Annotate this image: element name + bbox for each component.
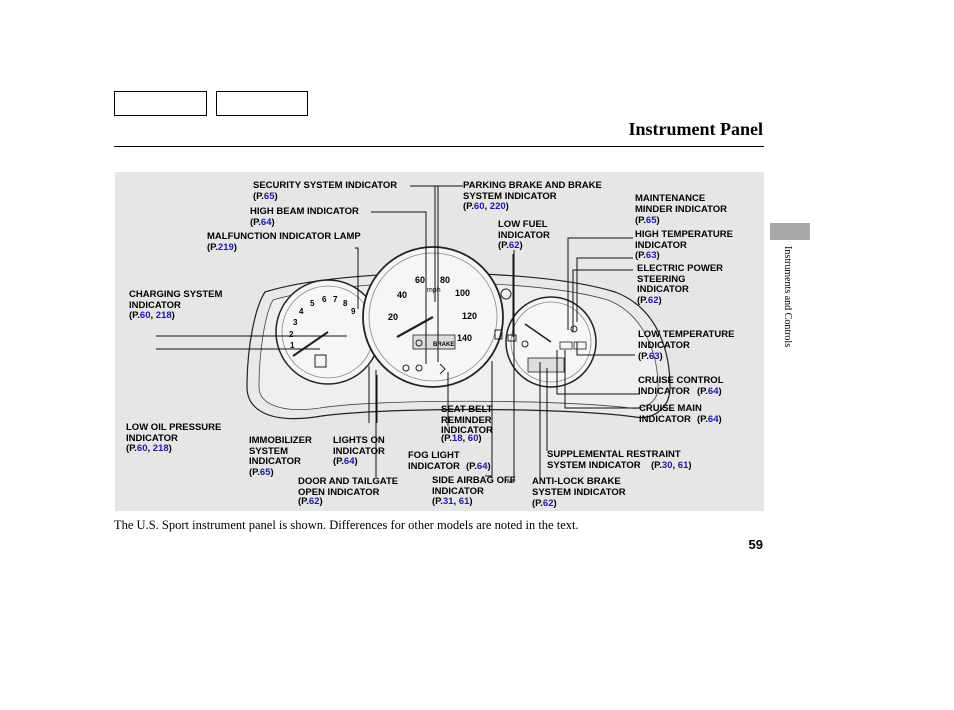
low-temperature-indicator-label: LOW TEMPERATURE INDICATOR xyxy=(638,329,735,351)
security-system-indicator-label: SECURITY SYSTEM INDICATOR xyxy=(253,180,398,191)
speedo-number: 60 xyxy=(415,275,425,285)
page-number: 59 xyxy=(748,537,763,552)
cruise-main-indicator-ref[interactable]: (P.64) xyxy=(697,414,722,425)
seat-belt-reminder-indicator-label: SEAT BELT REMINDER INDICATOR xyxy=(441,404,493,436)
title-rule xyxy=(114,146,764,147)
high-temperature-indicator-label: HIGH TEMPERATURE INDICATOR xyxy=(635,229,733,251)
side-airbag-off-indicator-label: SIDE AIRBAG OFF INDICATOR xyxy=(432,475,516,497)
parking-brake-and-brake-system-indicator-ref[interactable]: (P.60, 220) xyxy=(463,201,509,212)
speedo-number: 120 xyxy=(462,311,477,321)
door-and-tailgate-open-indicator-ref[interactable]: (P.62) xyxy=(298,496,323,507)
tach-number: 9 xyxy=(351,307,356,316)
brake-indicator-text: BRAKE xyxy=(433,342,454,348)
instrument-cluster-drawing: 1 2 3 4 5 6 7 8 9 20 40 60 80 100 120 14… xyxy=(156,185,671,483)
tach-number: 6 xyxy=(322,295,327,304)
page-title: Instrument Panel xyxy=(628,119,764,139)
tach-number: 8 xyxy=(343,299,348,308)
low-fuel-indicator-label: LOW FUEL INDICATOR xyxy=(498,219,550,241)
low-oil-pressure-indicator-label: LOW OIL PRESSURE INDICATOR xyxy=(126,422,222,444)
speedo-unit: mph xyxy=(427,287,441,294)
fuel-needle xyxy=(524,323,552,343)
cruise-indicator-icon xyxy=(559,341,573,350)
odometer-display xyxy=(527,357,565,373)
charging-system-indicator-label: CHARGING SYSTEM INDICATOR xyxy=(129,289,223,311)
tach-number: 2 xyxy=(289,330,294,339)
cruise-control-indicator-label: CRUISE CONTROL INDICATOR xyxy=(638,375,724,397)
tach-number: 1 xyxy=(290,341,295,350)
warning-lamp xyxy=(415,339,423,347)
lights-on-indicator-ref[interactable]: (P.64) xyxy=(333,456,358,467)
temp-indicator-icon xyxy=(570,325,578,333)
immobilizer-system-indicator-ref[interactable]: (P.65) xyxy=(249,467,274,478)
electric-power-steering-indicator-ref[interactable]: (P.62) xyxy=(637,295,662,306)
speedo-number: 20 xyxy=(388,312,398,322)
maintenance-minder-indicator-ref[interactable]: (P.65) xyxy=(635,215,660,226)
supplemental-restraint-system-indicator-label: SUPPLEMENTAL RESTRAINT SYSTEM INDICATOR xyxy=(547,449,681,471)
trip-knob xyxy=(500,288,512,300)
malfunction-indicator-lamp-ref[interactable]: (P.219) xyxy=(207,242,237,253)
high-beam-indicator-ref[interactable]: (P.64) xyxy=(250,217,275,228)
speedo-number: 100 xyxy=(455,288,470,298)
blank-tab-right xyxy=(216,91,308,116)
parking-brake-and-brake-system-indicator-label: PARKING BRAKE AND BRAKE SYSTEM INDICATOR xyxy=(463,180,602,202)
leader-lines xyxy=(156,185,640,483)
instrument-panel-figure: 1 2 3 4 5 6 7 8 9 20 40 60 80 100 120 14… xyxy=(115,172,764,511)
maintenance-minder-indicator-label: MAINTENANCE MINDER INDICATOR xyxy=(635,193,728,215)
malfunction-indicator-lamp-label: MALFUNCTION INDICATOR LAMP xyxy=(207,231,361,242)
low-temperature-indicator-ref[interactable]: (P.63) xyxy=(638,351,663,362)
tach-number: 4 xyxy=(299,307,304,316)
seat-belt-reminder-indicator-ref[interactable]: (P.18, 60) xyxy=(441,433,482,444)
security-system-indicator-ref[interactable]: (P.65) xyxy=(253,191,278,202)
high-temperature-indicator-ref[interactable]: (P.63) xyxy=(635,250,660,261)
cruise-control-indicator-ref[interactable]: (P.64) xyxy=(697,386,722,397)
figure-caption: The U.S. Sport instrument panel is shown… xyxy=(114,518,579,532)
electric-power-steering-indicator-label: ELECTRIC POWER STEERING INDICATOR xyxy=(637,263,724,295)
indicator-icons-row xyxy=(402,329,529,375)
blank-tab-left xyxy=(114,91,207,116)
speedo-display xyxy=(412,334,456,350)
speedo-number: 140 xyxy=(457,333,472,343)
door-and-tailgate-open-indicator-label: DOOR AND TAILGATE OPEN INDICATOR xyxy=(298,476,399,498)
fuel-temp-gauge xyxy=(505,296,597,388)
anti-lock-brake-system-indicator-label: ANTI-LOCK BRAKE SYSTEM INDICATOR xyxy=(532,476,626,498)
side-airbag-off-indicator-ref[interactable]: (P.31, 61) xyxy=(432,496,473,507)
immobilizer-system-indicator-label: IMMOBILIZER SYSTEM INDICATOR xyxy=(249,435,312,467)
speedo-needle xyxy=(396,316,434,338)
section-tab xyxy=(770,223,810,240)
high-beam-indicator-label: HIGH BEAM INDICATOR xyxy=(250,206,359,217)
low-oil-pressure-indicator-ref[interactable]: (P.60, 218) xyxy=(126,443,172,454)
cruise-main-indicator-label: CRUISE MAIN INDICATOR xyxy=(639,403,702,425)
fog-light-indicator-label: FOG LIGHT INDICATOR xyxy=(408,450,460,472)
charging-system-indicator-ref[interactable]: (P.60, 218) xyxy=(129,310,175,321)
oil-indicator-icon xyxy=(314,354,327,368)
speedometer: 20 40 60 80 100 120 140 mph BRAKE xyxy=(362,246,504,388)
tach-number: 5 xyxy=(310,299,315,308)
cruise-main-icon xyxy=(573,341,587,350)
speedo-number: 40 xyxy=(397,290,407,300)
supplemental-restraint-system-indicator-ref[interactable]: (P.30, 61) xyxy=(651,460,692,471)
low-fuel-indicator-ref[interactable]: (P.62) xyxy=(498,240,523,251)
fog-light-indicator-ref[interactable]: (P.64) xyxy=(466,461,491,472)
speedo-number: 80 xyxy=(440,275,450,285)
tach-number: 7 xyxy=(333,295,338,304)
lights-on-indicator-label: LIGHTS ON INDICATOR xyxy=(333,435,385,457)
anti-lock-brake-system-indicator-ref[interactable]: (P.62) xyxy=(532,498,557,509)
tachometer: 1 2 3 4 5 6 7 8 9 xyxy=(275,279,381,385)
section-label: Instruments and Controls xyxy=(782,246,793,348)
tach-number: 3 xyxy=(293,318,298,327)
